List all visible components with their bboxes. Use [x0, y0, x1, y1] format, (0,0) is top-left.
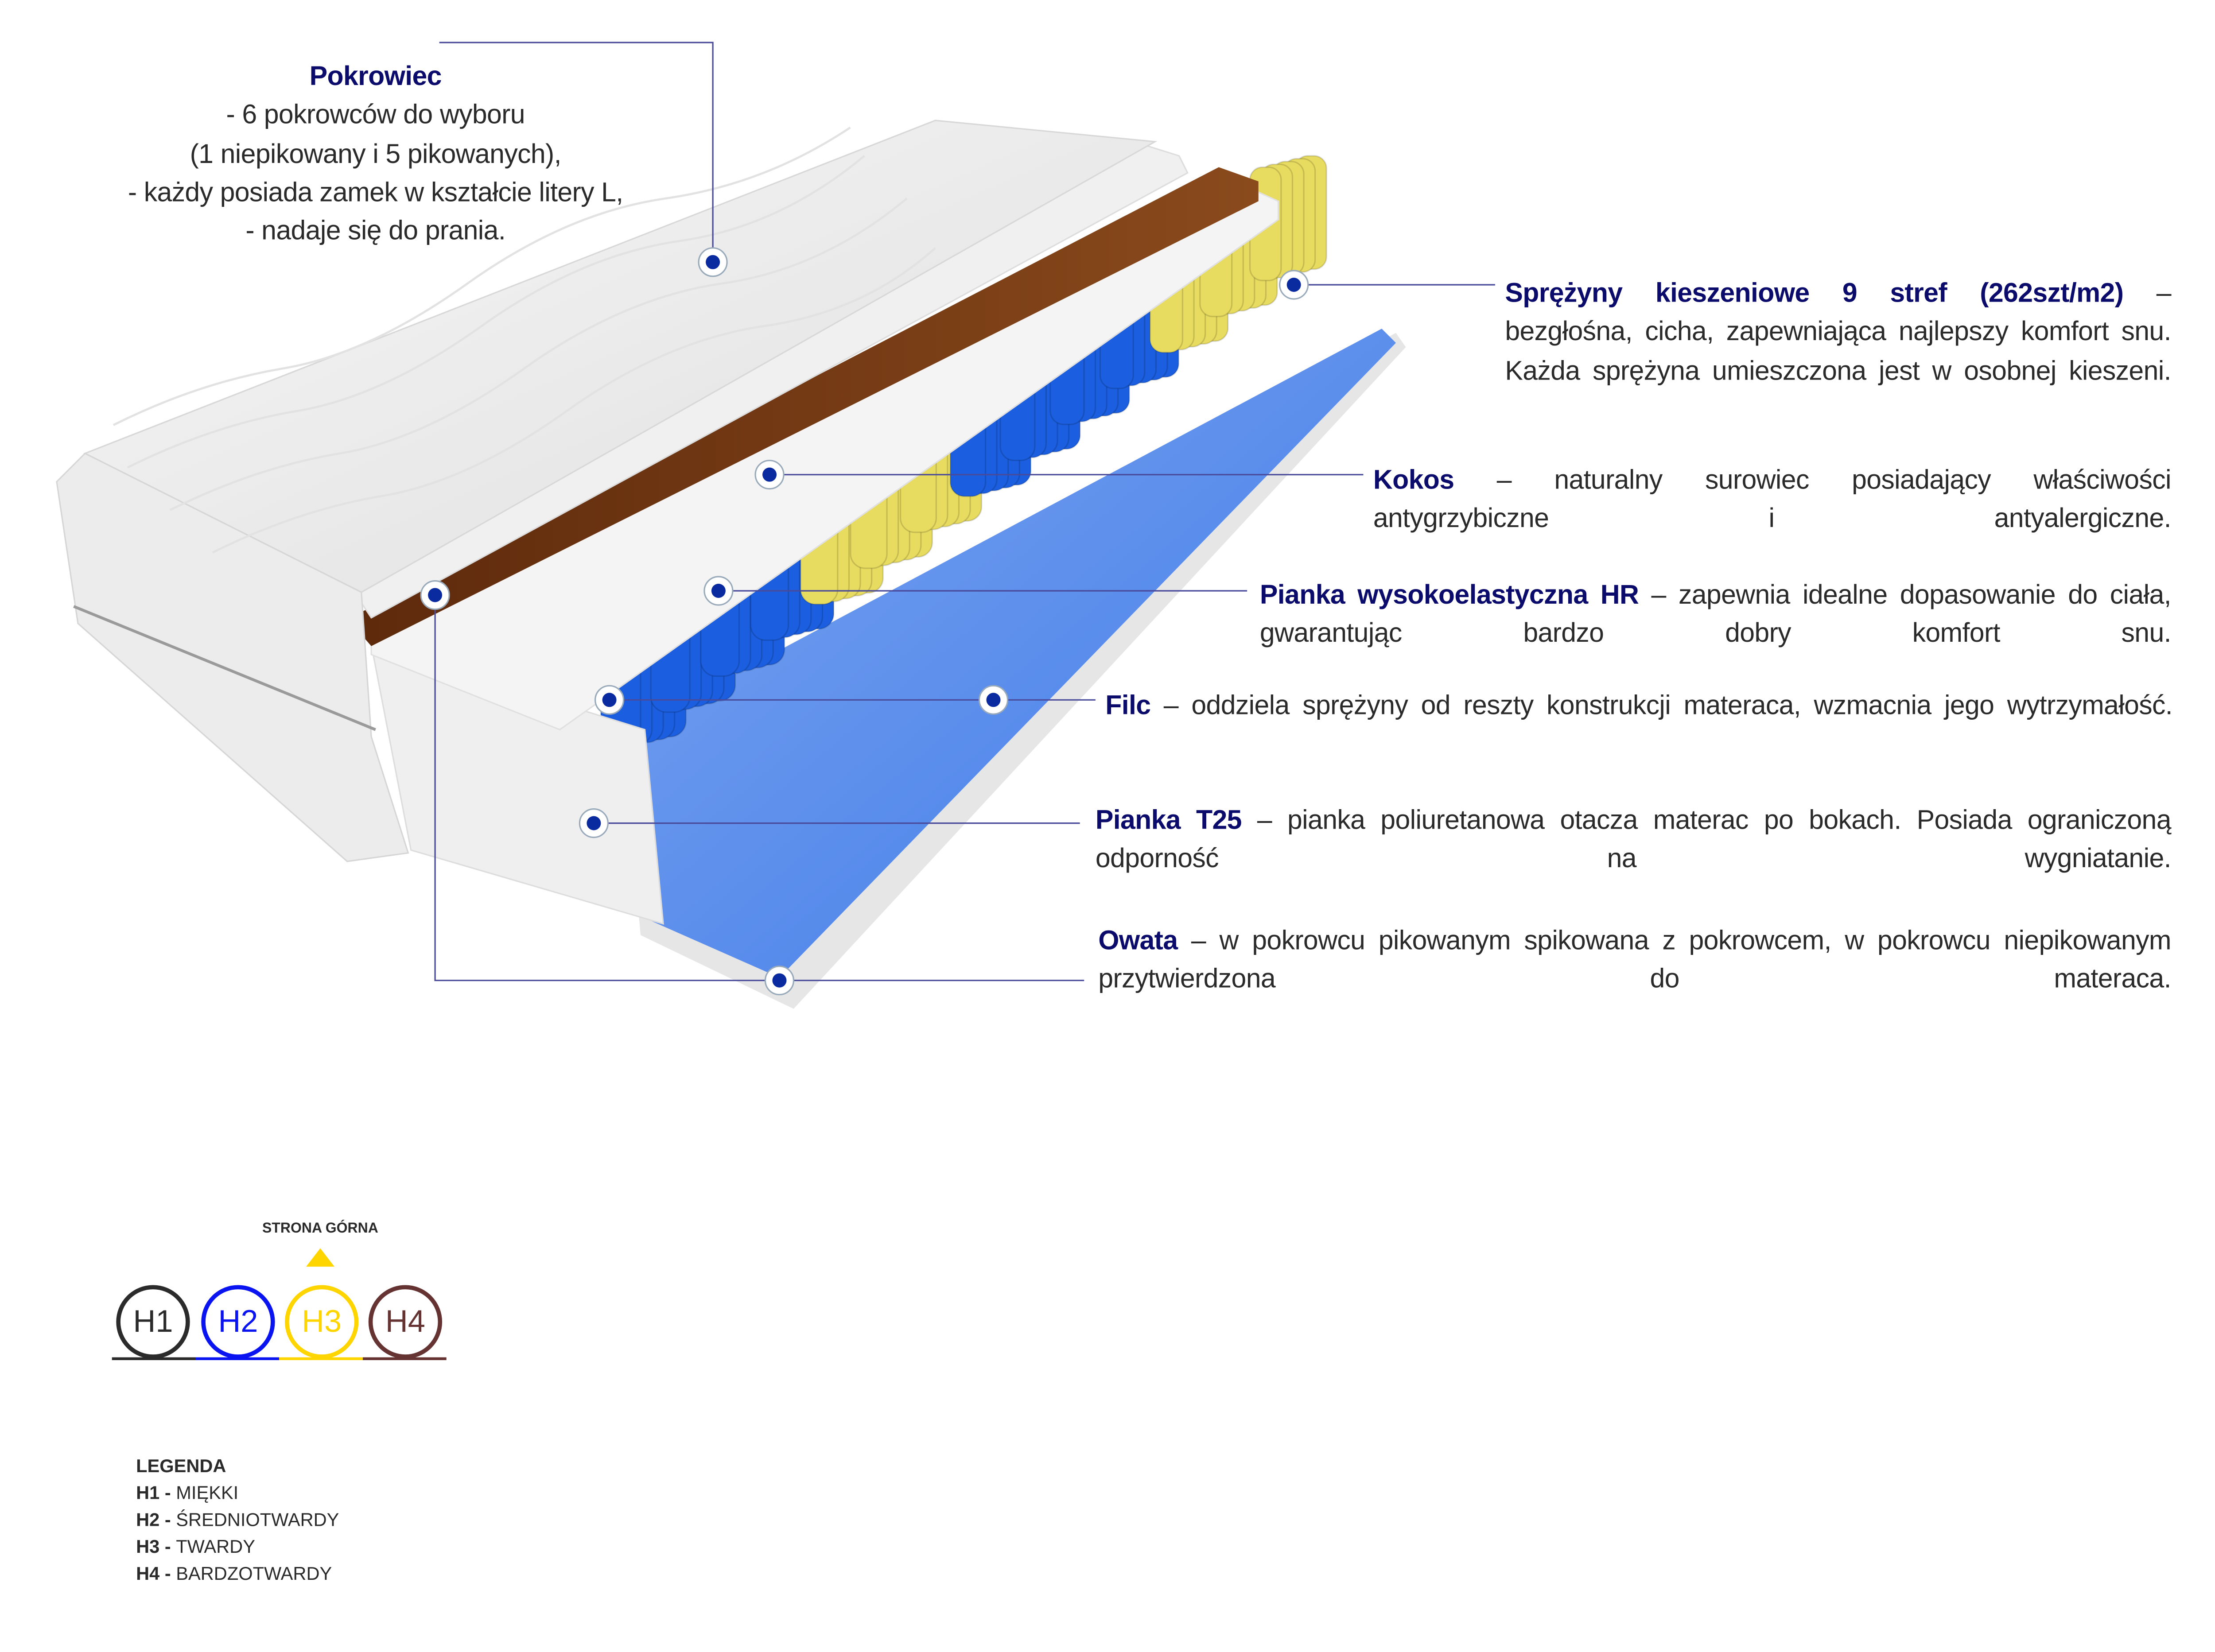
callout-lines — [434, 42, 1495, 981]
legend-sep: - — [159, 1536, 176, 1557]
filc-text: – oddziela sprężyny od reszty konstrukcj… — [1150, 691, 2173, 721]
legend-label: ŚREDNIOTWARDY — [176, 1509, 339, 1530]
cover-quilting — [113, 126, 936, 554]
cover-side — [56, 452, 409, 862]
marker-dot-icon — [706, 255, 720, 269]
marker-dot-icon — [1286, 278, 1301, 292]
marker-dot-icon — [762, 467, 777, 482]
hardness-h2: H2 — [201, 1285, 275, 1359]
legend-sep: - — [159, 1509, 176, 1530]
pokrowiec-line: - 6 pokrowców do wyboru — [226, 101, 525, 131]
callout-pokrowiec: Pokrowiec - 6 pokrowców do wyboru (1 nie… — [85, 58, 666, 252]
owata-text: – w pokrowcu pikowanym spikowana z pokro… — [1098, 927, 2171, 995]
legend: LEGENDA H1 - MIĘKKI H2 - ŚREDNIOTWARDY H… — [136, 1452, 339, 1587]
legend-sep: - — [159, 1482, 176, 1504]
kokos-title: Kokos — [1373, 466, 1454, 496]
legend-item: H4 - BARDZOTWARDY — [136, 1560, 339, 1587]
pokrowiec-line: - nadaje się do prania. — [245, 217, 506, 247]
legend-item: H2 - ŚREDNIOTWARDY — [136, 1506, 339, 1533]
marker-dot-icon — [772, 973, 787, 988]
legend-item: H3 - TWARDY — [136, 1533, 339, 1560]
legend-label: BARDZOTWARDY — [176, 1563, 332, 1584]
pianka-hr-title: Pianka wysokoelastyczna HR — [1259, 581, 1639, 611]
callout-pianka-t25: Pianka T25 – pianka poliuretanowa otacza… — [1095, 802, 2172, 918]
callout-filc: Filc – oddziela sprężyny od reszty konst… — [1105, 687, 2172, 765]
callout-markers — [420, 247, 1309, 996]
zipper — [73, 605, 376, 731]
kokos-text: – naturalny surowiec posiadający właściw… — [1373, 466, 2172, 535]
filc-title: Filc — [1105, 691, 1151, 721]
callout-owata: Owata – w pokrowcu pikowanym spikowana z… — [1098, 923, 2171, 1039]
pokrowiec-title: Pokrowiec — [309, 62, 442, 92]
marker-dot-icon — [602, 693, 617, 707]
legend-code: H4 — [136, 1563, 160, 1584]
legend-sep: - — [159, 1563, 176, 1584]
top-side-label: STRONA GÓRNA — [262, 1221, 378, 1237]
felt-layer — [630, 329, 1396, 978]
callout-sprezyny: Sprężyny kieszeniowe 9 stref (262szt/m2)… — [1505, 275, 2171, 430]
marker-dot-icon — [711, 583, 726, 598]
legend-code: H3 — [136, 1536, 160, 1557]
legend-code: H2 — [136, 1509, 160, 1530]
legend-item: H1 - MIĘKKI — [136, 1479, 339, 1506]
hardness-h3: H3 — [284, 1285, 359, 1359]
hardness-h1: H1 — [116, 1285, 190, 1359]
legend-label: MIĘKKI — [176, 1482, 239, 1504]
marker-dot-icon — [428, 588, 443, 602]
pianka-t25-text: – pianka poliuretanowa otacza materac po… — [1095, 806, 2172, 875]
callout-pianka-hr: Pianka wysokoelastyczna HR – zapewnia id… — [1259, 577, 2172, 693]
marker-dot-icon — [587, 816, 601, 830]
coconut-layer — [361, 167, 1259, 646]
sprezyny-text: – bezgłośna, cicha, zapewniająca najleps… — [1505, 279, 2171, 387]
sprezyny-title: Sprężyny kieszeniowe 9 stref (262szt/m2) — [1505, 279, 2124, 309]
legend-code: H1 — [136, 1482, 160, 1504]
hardness-h4: H4 — [368, 1285, 443, 1359]
pianka-t25-title: Pianka T25 — [1095, 806, 1242, 836]
marker-dot-icon — [986, 693, 1001, 707]
owata-title: Owata — [1098, 927, 1178, 957]
pianka-hr-text: – zapewnia idealne dopasowanie do ciała,… — [1259, 581, 2172, 650]
callout-kokos: Kokos – naturalny surowiec posiadający w… — [1373, 462, 2172, 578]
legend-label: TWARDY — [176, 1536, 255, 1557]
pokrowiec-line: (1 niepikowany i 5 pikowanych), — [190, 140, 562, 170]
pokrowiec-line: - każdy posiada zamek w kształcie litery… — [128, 178, 623, 208]
legend-title: LEGENDA — [136, 1455, 226, 1477]
